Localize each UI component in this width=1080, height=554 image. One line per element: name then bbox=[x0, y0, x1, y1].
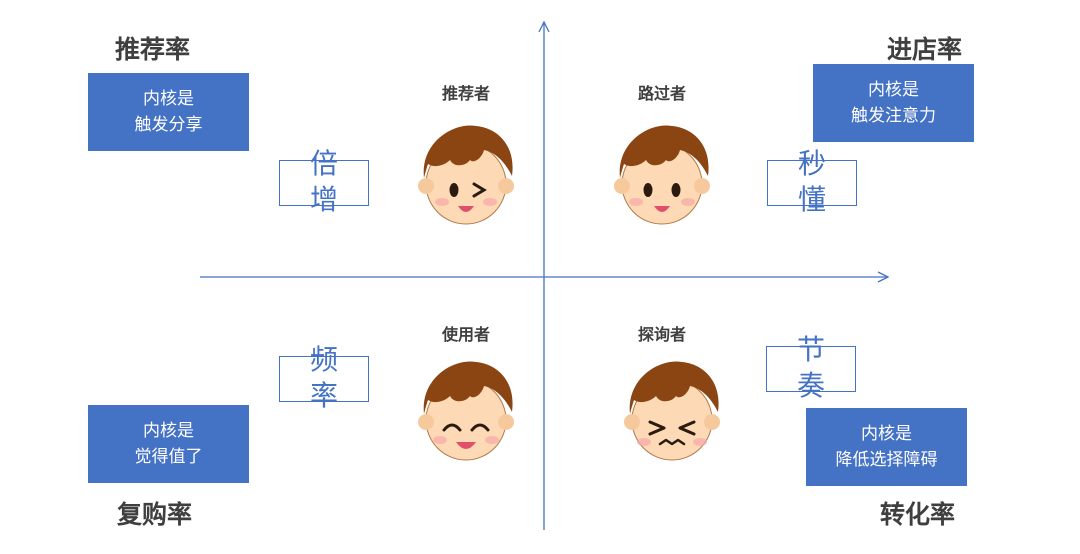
keyword-instant-understand: 秒 懂 bbox=[794, 146, 830, 218]
core-box-share: 内核是 触发分享 bbox=[88, 73, 249, 151]
core-box-worth-it: 内核是 觉得值了 bbox=[88, 405, 249, 483]
core-box-line: 内核是 bbox=[868, 80, 919, 100]
corner-title-repurchase-rate: 复购率 bbox=[117, 500, 193, 529]
keyword-char: 懂 bbox=[797, 183, 826, 216]
core-box-line: 内核是 bbox=[143, 421, 194, 441]
keyword-frame-instant bbox=[767, 160, 857, 206]
keyword-multiply: 倍 增 bbox=[306, 146, 342, 218]
core-box-reduce-choice-barrier: 内核是 降低选择障碍 bbox=[806, 408, 967, 486]
corner-title-conversion-rate: 转化率 bbox=[880, 500, 956, 529]
core-box-line: 降低选择障碍 bbox=[835, 450, 938, 470]
keyword-char: 奏 bbox=[796, 369, 825, 402]
core-box-line: 内核是 bbox=[861, 424, 912, 444]
role-label-inquirer: 探询者 bbox=[637, 325, 686, 344]
keyword-char: 频 bbox=[309, 343, 338, 376]
core-box-line: 触发注意力 bbox=[851, 106, 936, 126]
core-box-line: 触发分享 bbox=[134, 115, 203, 135]
squinting-face-icon bbox=[624, 361, 720, 461]
keyword-char: 率 bbox=[309, 379, 338, 412]
keyword-frame-rhythm bbox=[766, 346, 856, 392]
role-label-user: 使用者 bbox=[441, 325, 490, 344]
winking-face-icon bbox=[418, 125, 514, 225]
core-box-attention: 内核是 触发注意力 bbox=[813, 64, 974, 142]
role-label-recommender: 推荐者 bbox=[441, 84, 490, 103]
keyword-char: 倍 bbox=[309, 147, 338, 180]
keyword-frame-frequency bbox=[279, 356, 369, 402]
keyword-rhythm: 节 奏 bbox=[793, 332, 829, 404]
happy-closed-eyes-face-icon bbox=[418, 361, 514, 461]
core-box-line: 觉得值了 bbox=[134, 447, 203, 467]
corner-title-visit-rate: 进店率 bbox=[887, 35, 963, 64]
keyword-frame-multiply bbox=[279, 160, 369, 206]
role-label-passerby: 路过者 bbox=[637, 84, 686, 103]
keyword-char: 秒 bbox=[797, 147, 826, 180]
core-box-line: 内核是 bbox=[143, 89, 194, 109]
keyword-char: 节 bbox=[796, 333, 825, 366]
keyword-frequency: 频 率 bbox=[306, 342, 342, 414]
keyword-char: 增 bbox=[309, 183, 338, 216]
smiling-face-icon bbox=[614, 125, 710, 225]
corner-title-recommend-rate: 推荐率 bbox=[115, 35, 191, 64]
